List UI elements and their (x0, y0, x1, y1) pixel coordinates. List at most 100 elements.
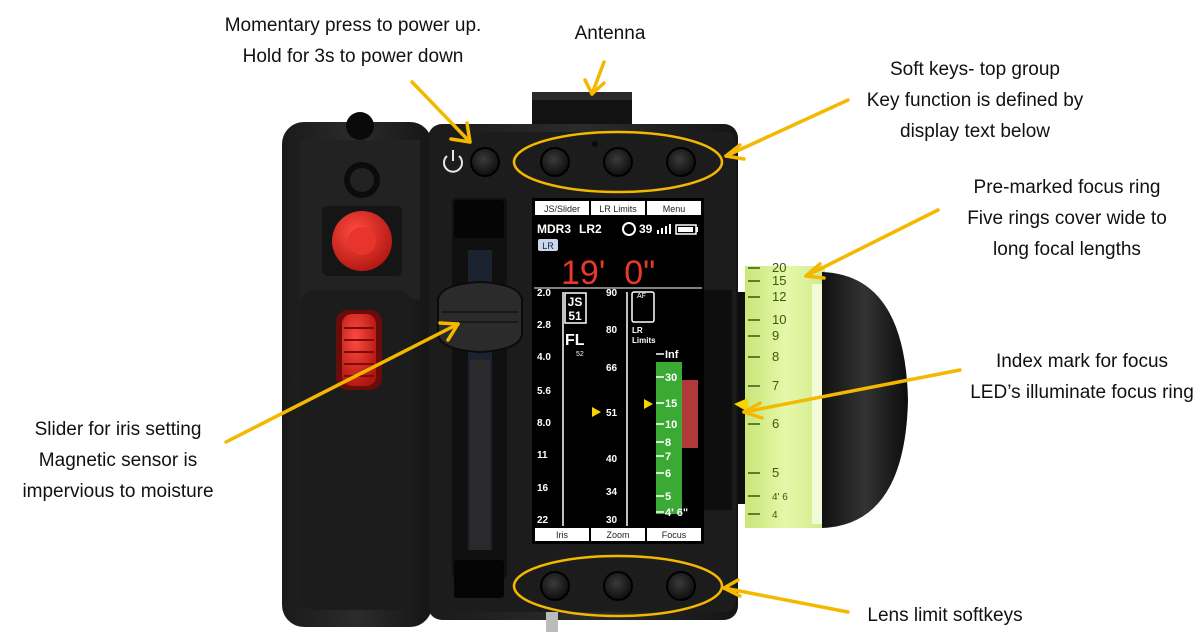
arrow-power (410, 80, 472, 144)
ring-mark-label: 8 (772, 349, 779, 364)
ring-mark-label: 15 (772, 273, 786, 288)
top-softkey-2[interactable] (603, 147, 633, 177)
callout-focus-ring: Pre-marked focus ring Five rings cover w… (946, 172, 1188, 265)
focus-ring-index-mark (734, 398, 748, 412)
callout-lens-limit-line-1: Lens limit softkeys (867, 605, 1023, 626)
top-softkey-1[interactable] (540, 147, 570, 177)
red-thumbwheel[interactable] (342, 314, 376, 386)
arrow-lens-limit (722, 586, 850, 614)
focus-range-bar (656, 362, 682, 514)
callout-slider-line-2: Magnetic sensor is (38, 450, 198, 471)
callout-index-mark-line-1: Index mark for focus (995, 351, 1169, 372)
arrow-focus-ring (804, 208, 940, 278)
lr-limits-label-2: Limits (632, 336, 656, 345)
callout-antenna-line-1: Antenna (574, 23, 646, 44)
copyright-icon (622, 222, 636, 236)
callout-lens-limit: Lens limit softkeys (850, 600, 1040, 631)
iris-scale-label: 5.6 (537, 386, 551, 397)
focus-scale-label: 8 (665, 437, 671, 449)
zoom-scale-label: 90 (606, 288, 618, 299)
signal-icon (657, 224, 671, 234)
screen-key-js-slider: JS/Slider (544, 204, 580, 214)
zoom-scale-label: 51 (606, 408, 618, 419)
screen-key-iris: Iris (556, 530, 568, 540)
js-value: 51 (568, 309, 582, 323)
af-label: AF (637, 293, 646, 300)
ring-mark-label: 7 (772, 378, 779, 393)
power-button[interactable] (470, 147, 500, 177)
js-label: JS (568, 295, 583, 309)
iris-scale: 2.0 2.8 4.0 5.6 8.0 11 16 22 (537, 288, 551, 526)
zoom-scale-label: 66 (606, 363, 618, 374)
ring-mark-label: 6 (772, 416, 779, 431)
callout-antenna: Antenna (550, 18, 670, 49)
screen-key-lr-limits: LR Limits (599, 204, 637, 214)
iris-scale-label: 8.0 (537, 418, 551, 429)
focus-scale-label: 30 (665, 372, 677, 384)
iris-scale-label: 22 (537, 515, 549, 526)
callout-power-line-1: Momentary press to power up. (224, 15, 482, 36)
bottom-softkey-2[interactable] (603, 571, 633, 601)
zoom-scale: 90 80 66 51 40 34 30 (606, 288, 618, 526)
iris-scale-label: 16 (537, 483, 549, 494)
callout-index-mark: Index mark for focus LED’s illuminate fo… (962, 346, 1202, 408)
callout-softkeys-top: Soft keys- top group Key function is def… (850, 54, 1100, 147)
callout-focus-ring-line-3: long focal lengths (993, 239, 1141, 260)
screen-top-keys: JS/Slider LR Limits Menu (535, 201, 701, 215)
focus-ring-grip (822, 272, 908, 528)
antenna (532, 92, 632, 132)
iris-scale-label: 11 (537, 450, 548, 461)
iris-scale-label: 2.0 (537, 288, 551, 299)
screen-key-focus: Focus (662, 530, 687, 540)
status-lr: LR2 (579, 222, 602, 236)
focus-scale-label: Inf (665, 349, 679, 361)
callout-focus-ring-line-1: Pre-marked focus ring (973, 177, 1161, 198)
focus-scale-label: 10 (665, 419, 677, 431)
callout-slider-line-1: Slider for iris setting (34, 419, 202, 440)
screen-key-zoom: Zoom (606, 530, 629, 540)
status-channel: 39 (639, 222, 653, 236)
power-icon (443, 150, 463, 173)
display-screen: JS/Slider LR Limits Menu MDR3 LR2 39 LR … (532, 198, 704, 544)
callout-softkeys-top-line-2: Key function is defined by (866, 90, 1084, 111)
ring-mark-label: 9 (772, 328, 779, 343)
lr-limits-label-1: LR (632, 326, 643, 335)
zoom-scale-label: 30 (606, 515, 618, 526)
bottom-softkeys-highlight (512, 554, 724, 618)
zoom-scale-label: 40 (606, 454, 618, 465)
focus-index-marker (644, 399, 653, 409)
battery-icon (675, 224, 698, 235)
focus-distance-readout: 19' 0" (561, 254, 655, 292)
status-model: MDR3 (537, 222, 571, 236)
callout-slider-line-3: impervious to moisture (22, 481, 214, 502)
bottom-softkey-1[interactable] (540, 571, 570, 601)
focus-scale-label: 7 (665, 451, 671, 463)
focus-ring-marked-band (745, 266, 828, 528)
callout-power: Momentary press to power up. Hold for 3s… (188, 10, 518, 72)
callout-index-mark-line-2: LED’s illuminate focus ring (970, 382, 1194, 403)
arrow-softkeys-top (724, 98, 850, 158)
iris-scale-label: 2.8 (537, 320, 551, 331)
arrow-slider (224, 322, 460, 444)
iris-slider-handle[interactable] (437, 280, 523, 354)
focus-scale-label: 15 (665, 398, 677, 410)
fl-label: FL (565, 332, 585, 349)
callout-softkeys-top-line-1: Soft keys- top group (889, 59, 1061, 80)
callout-softkeys-top-line-3: display text below (900, 121, 1050, 142)
ring-mark-label: 4 (772, 510, 778, 521)
arrow-antenna (590, 60, 606, 96)
top-softkey-3[interactable] (666, 147, 696, 177)
callout-focus-ring-line-2: Five rings cover wide to (967, 208, 1167, 229)
callout-power-line-2: Hold for 3s to power down (242, 46, 464, 67)
zoom-scale-label: 34 (606, 487, 618, 498)
ring-mark-label: 4' 6 (772, 492, 788, 503)
bottom-softkey-3[interactable] (666, 571, 696, 601)
top-softkeys-highlight (512, 130, 724, 194)
iris-scale-label: 4.0 (537, 352, 551, 363)
callout-slider: Slider for iris setting Magnetic sensor … (6, 414, 230, 507)
zoom-scale-label: 80 (606, 325, 618, 336)
focus-scale-label: 5 (665, 491, 671, 503)
ring-mark-label: 10 (772, 312, 786, 327)
